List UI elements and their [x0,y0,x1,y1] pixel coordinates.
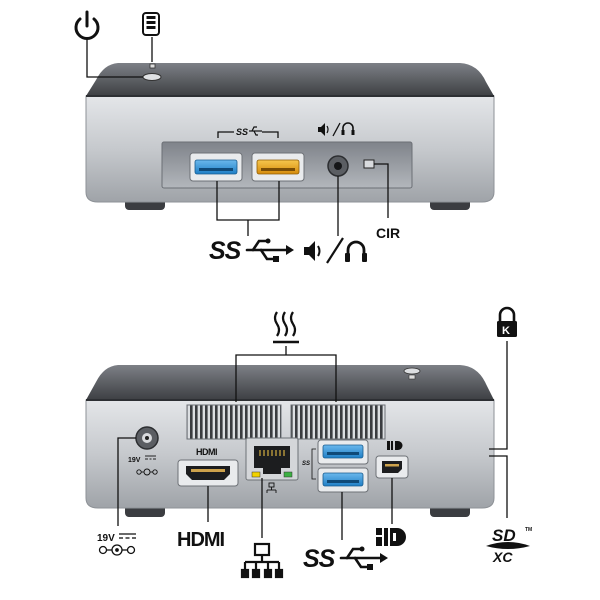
usb-superspeed-label: SS [209,237,242,265]
power-icon [74,10,100,40]
usb-top-trident-icon [249,126,262,136]
power-callout-line [86,38,143,78]
power-button[interactable] [142,73,162,81]
lock-callout-line [489,341,508,450]
back-chassis-top [86,365,494,400]
usb-small-label: SS [302,461,310,467]
front-chassis-top [86,63,494,96]
dc-small-symbol [136,455,158,476]
dc-callout-line [117,437,136,526]
ethernet-activity-led [251,471,261,478]
back-view: 19V HDMI [85,306,532,579]
back-usb3-port-bottom[interactable] [317,467,369,493]
back-usb-superspeed-label: SS [303,545,336,573]
consumer-ir-sensor [363,159,375,169]
ethernet-port[interactable] [245,437,299,481]
sd-callout-line [489,455,508,518]
cir-label: CIR [376,225,400,241]
front-audio-jack[interactable] [327,155,349,177]
back-usb3-port-top[interactable] [317,439,369,465]
hdmi-label: HDMI [177,529,225,551]
back-usb-trident-icon [339,546,388,570]
kensington-lock-icon: K [497,306,517,337]
hdmi-port[interactable] [177,459,239,487]
back-vent-right [290,404,386,440]
front-view: SS SS [74,10,495,265]
ethernet-small-icon [266,482,277,493]
drive-activity-led [149,63,156,69]
heat-vent-icon [273,311,299,344]
usb-top-bracket [217,131,279,138]
usb-top-bracket-label: SS [236,127,248,137]
hdmi-small-label: HDMI [196,447,217,457]
svg-text:XC: XC [492,549,513,565]
sdxc-logo: SD XC TM [486,526,532,565]
audio-top-icon [318,122,355,137]
network-icon [240,542,284,579]
mini-displayport-port[interactable] [375,455,409,479]
back-vent-left [186,404,282,440]
svg-text:TM: TM [525,527,532,533]
mini-displayport-icon [376,528,406,546]
svg-text:SD: SD [492,526,516,545]
ethernet-link-led [283,471,293,478]
dc-power-jack[interactable] [135,426,159,450]
front-usb3-port[interactable] [189,152,243,182]
dc-voltage-small: 19V [128,457,141,464]
dc-voltage-label: 19V [97,533,115,544]
hard-drive-icon [142,12,160,36]
mini-displayport-small-icon [387,441,403,450]
usb-trident-icon [245,238,294,262]
dc-polarity-symbol [98,533,136,556]
front-usb3-charging-port[interactable] [251,152,305,182]
cir-callout-line [374,163,389,218]
svg-text:K: K [502,325,510,337]
back-top-button [403,367,421,375]
speaker-headphone-icon [304,237,367,264]
